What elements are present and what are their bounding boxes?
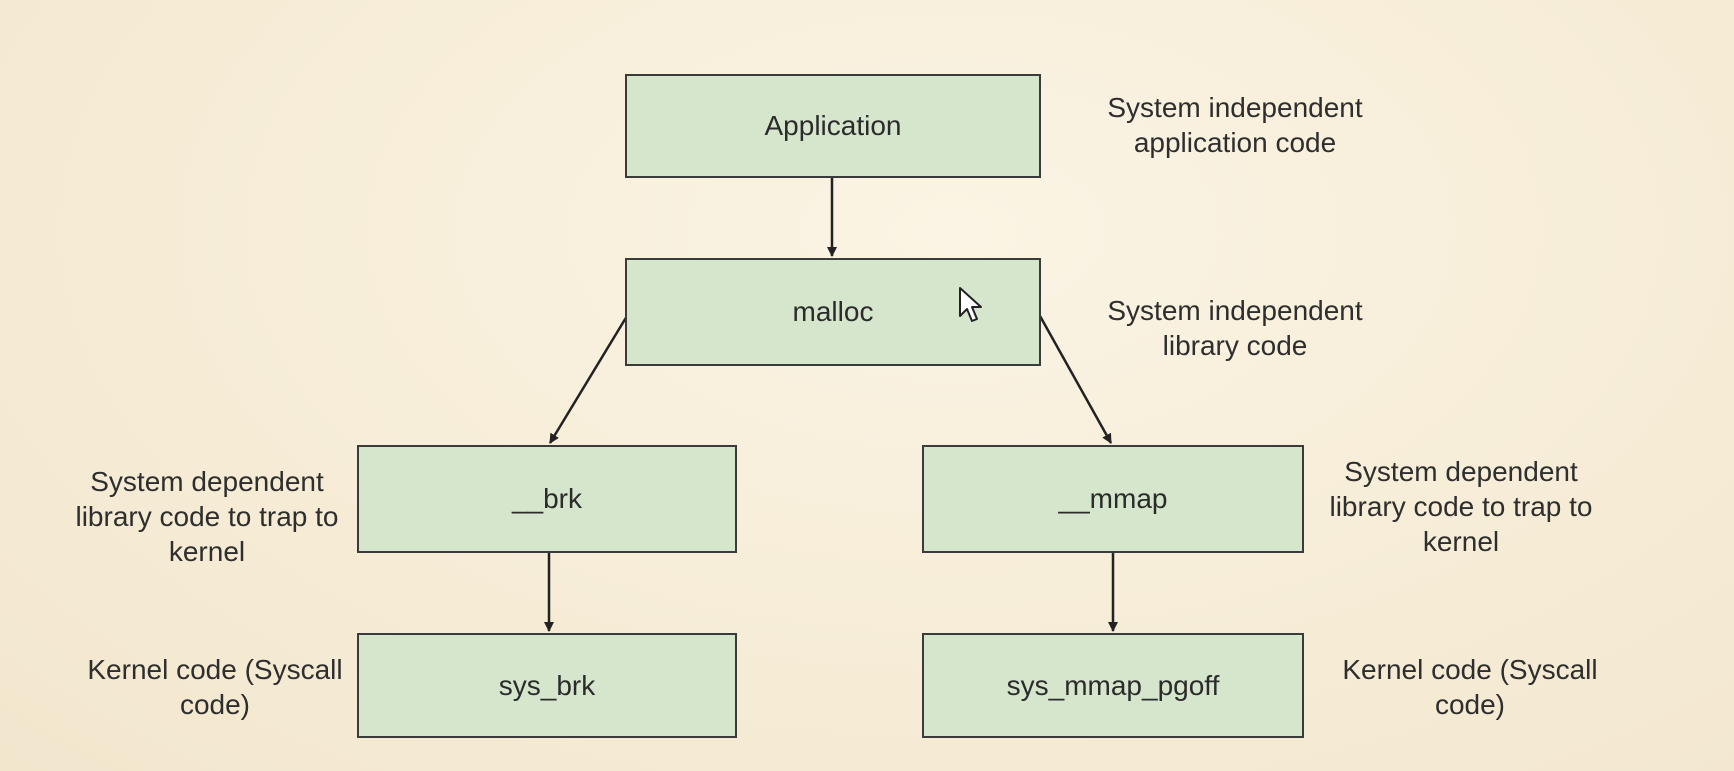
note-sys-brk: Kernel code (Syscall code): [70, 652, 360, 722]
arrow-malloc-to-brk: [548, 315, 629, 444]
note-malloc: System independent library code: [1090, 293, 1380, 363]
box-mmap: __mmap: [922, 445, 1304, 553]
note-line: application code: [1133, 127, 1337, 158]
note-line: System dependent: [1344, 456, 1578, 487]
note-application: System independent application code: [1090, 90, 1380, 160]
arrow-malloc-to-mmap: [1038, 315, 1113, 444]
note-line: code): [179, 689, 251, 720]
note-line: kernel: [168, 536, 246, 567]
mouse-cursor-icon: [959, 287, 982, 322]
box-sys-mmap-pgoff: sys_mmap_pgoff: [922, 633, 1304, 738]
box-application: Application: [625, 74, 1041, 178]
note-line: kernel: [1422, 526, 1500, 557]
note-line: library code to trap to: [75, 501, 339, 532]
note-line: System independent: [1107, 295, 1363, 326]
note-line: System independent: [1107, 92, 1363, 123]
note-brk: System dependent library code to trap to…: [62, 464, 352, 569]
note-line: library code to trap to: [1329, 491, 1593, 522]
note-line: Kernel code (Syscall: [1342, 654, 1598, 685]
note-line: Kernel code (Syscall: [87, 654, 343, 685]
box-malloc: malloc: [625, 258, 1041, 366]
note-line: library code: [1162, 330, 1308, 361]
note-line: System dependent: [90, 466, 324, 497]
box-brk: __brk: [357, 445, 737, 553]
note-sys-mmap-pgoff: Kernel code (Syscall code): [1325, 652, 1615, 722]
note-line: code): [1434, 689, 1506, 720]
box-sys-brk: sys_brk: [357, 633, 737, 738]
note-mmap: System dependent library code to trap to…: [1316, 454, 1606, 559]
